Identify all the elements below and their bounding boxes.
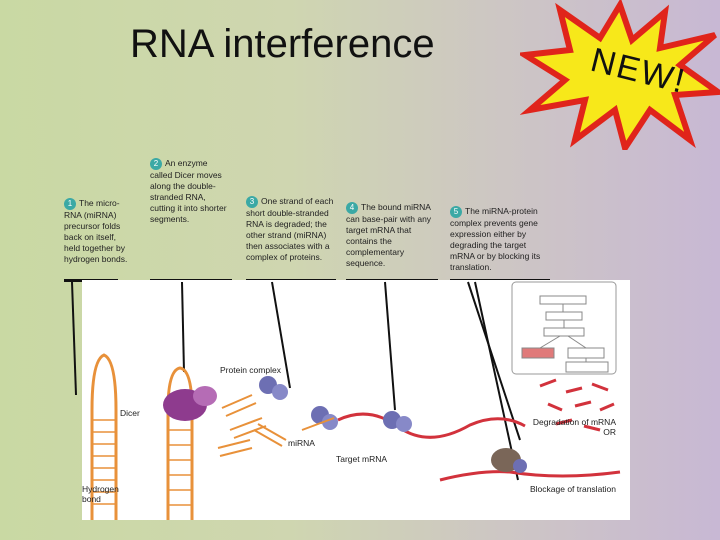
callout-line [181, 281, 185, 373]
callout-line [467, 281, 521, 441]
step-number: 5 [450, 206, 462, 218]
target-mrna-label: Target mRNA [336, 454, 388, 464]
callout-line [474, 281, 519, 481]
step-number: 2 [150, 158, 162, 170]
step-number: 4 [346, 202, 358, 214]
new-badge [516, 0, 720, 156]
mirna-label: miRNA [288, 438, 315, 448]
dsrna-fragments [217, 394, 287, 457]
callout-line [384, 281, 396, 411]
degraded-mrna-fragments [539, 378, 615, 432]
hydrogen-bond-label: Hydrogen bond [82, 484, 119, 504]
step-text: The micro-RNA (miRNA) precursor folds ba… [64, 198, 128, 264]
blockage-label: Blockage of translation [530, 484, 616, 494]
target-mrna-strand [337, 412, 526, 439]
starburst-icon [516, 0, 720, 156]
blocked-mrna-strand [439, 470, 621, 482]
step-text: An enzyme called Dicer moves along the d… [150, 158, 227, 224]
degradation-label: Degradation of mRNA OR [532, 417, 616, 437]
dicer-label: Dicer [120, 408, 140, 418]
mirna-precursor [90, 353, 118, 520]
step-text: The miRNA-protein complex prevents gene … [450, 206, 541, 272]
protein-complex-label: Protein complex [220, 365, 281, 375]
step-text: One strand of each short double-stranded… [246, 196, 334, 262]
callout-line [71, 281, 77, 396]
page-title: RNA interference [130, 22, 435, 66]
step-number: 3 [246, 196, 258, 208]
callout-line [271, 281, 291, 389]
step-number: 1 [64, 198, 76, 210]
step-text: The bound miRNA can base-pair with any t… [346, 202, 432, 268]
